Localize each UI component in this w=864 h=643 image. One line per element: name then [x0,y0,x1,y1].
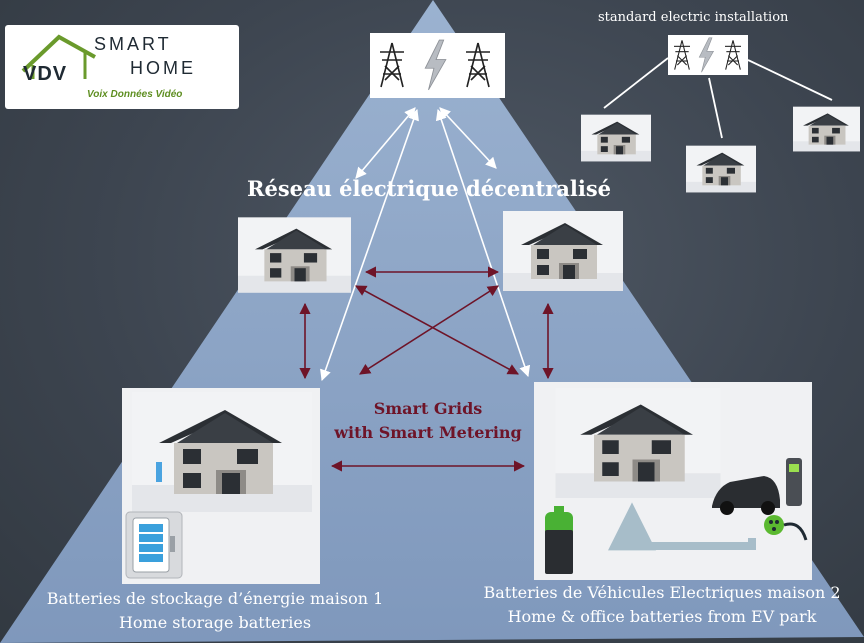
left-caption-line2: Home storage batteries [118,613,312,632]
smart-grids-label: Smart Grids with Smart Metering [328,397,528,445]
smart-grids-line2: with Smart Metering [334,423,522,442]
logo-smart: SMART [94,34,172,54]
house-icon [238,217,351,293]
ev-batteries-panel [534,382,812,580]
diagram-title: Réseau électrique décentralisé [247,176,612,201]
plug-icon [764,515,808,541]
house-icon [132,392,312,512]
logo-tagline: Voix Données Vidéo [87,89,183,100]
right-caption-line1: Batteries de Véhicules Electriques maiso… [483,583,841,602]
left-caption-line1: Batteries de stockage d’énergie maison 1 [46,589,384,608]
right-caption-line2: Home & office batteries from EV park [507,607,817,626]
smart-grids-line1: Smart Grids [373,399,483,418]
house-icon [793,106,860,152]
home-storage-panel [122,388,320,584]
house-roof-icon [21,34,96,79]
house-icon [686,145,756,193]
standard-installation-label: standard electric installation [598,10,789,25]
house-icon [581,114,651,162]
battery-icon [545,506,573,574]
flow-arrow [608,502,756,551]
battery-icon [125,511,183,579]
house-icon [503,211,623,291]
house-icon [555,388,721,498]
car-icon [712,476,780,515]
smart-grid-arrows [299,266,554,472]
right-caption: Batteries de Véhicules Electriques maiso… [462,581,862,629]
vdv-smart-home-logo: VDV SMART HOME Voix Données Vidéo [5,25,239,109]
central-power-station [370,33,505,98]
logo-vdv: VDV [23,63,68,85]
left-caption: Batteries de stockage d’énergie maison 1… [10,587,420,635]
logo-home: HOME [130,58,196,78]
ev-charger-icon [786,458,802,506]
standard-installation-group [581,35,860,193]
